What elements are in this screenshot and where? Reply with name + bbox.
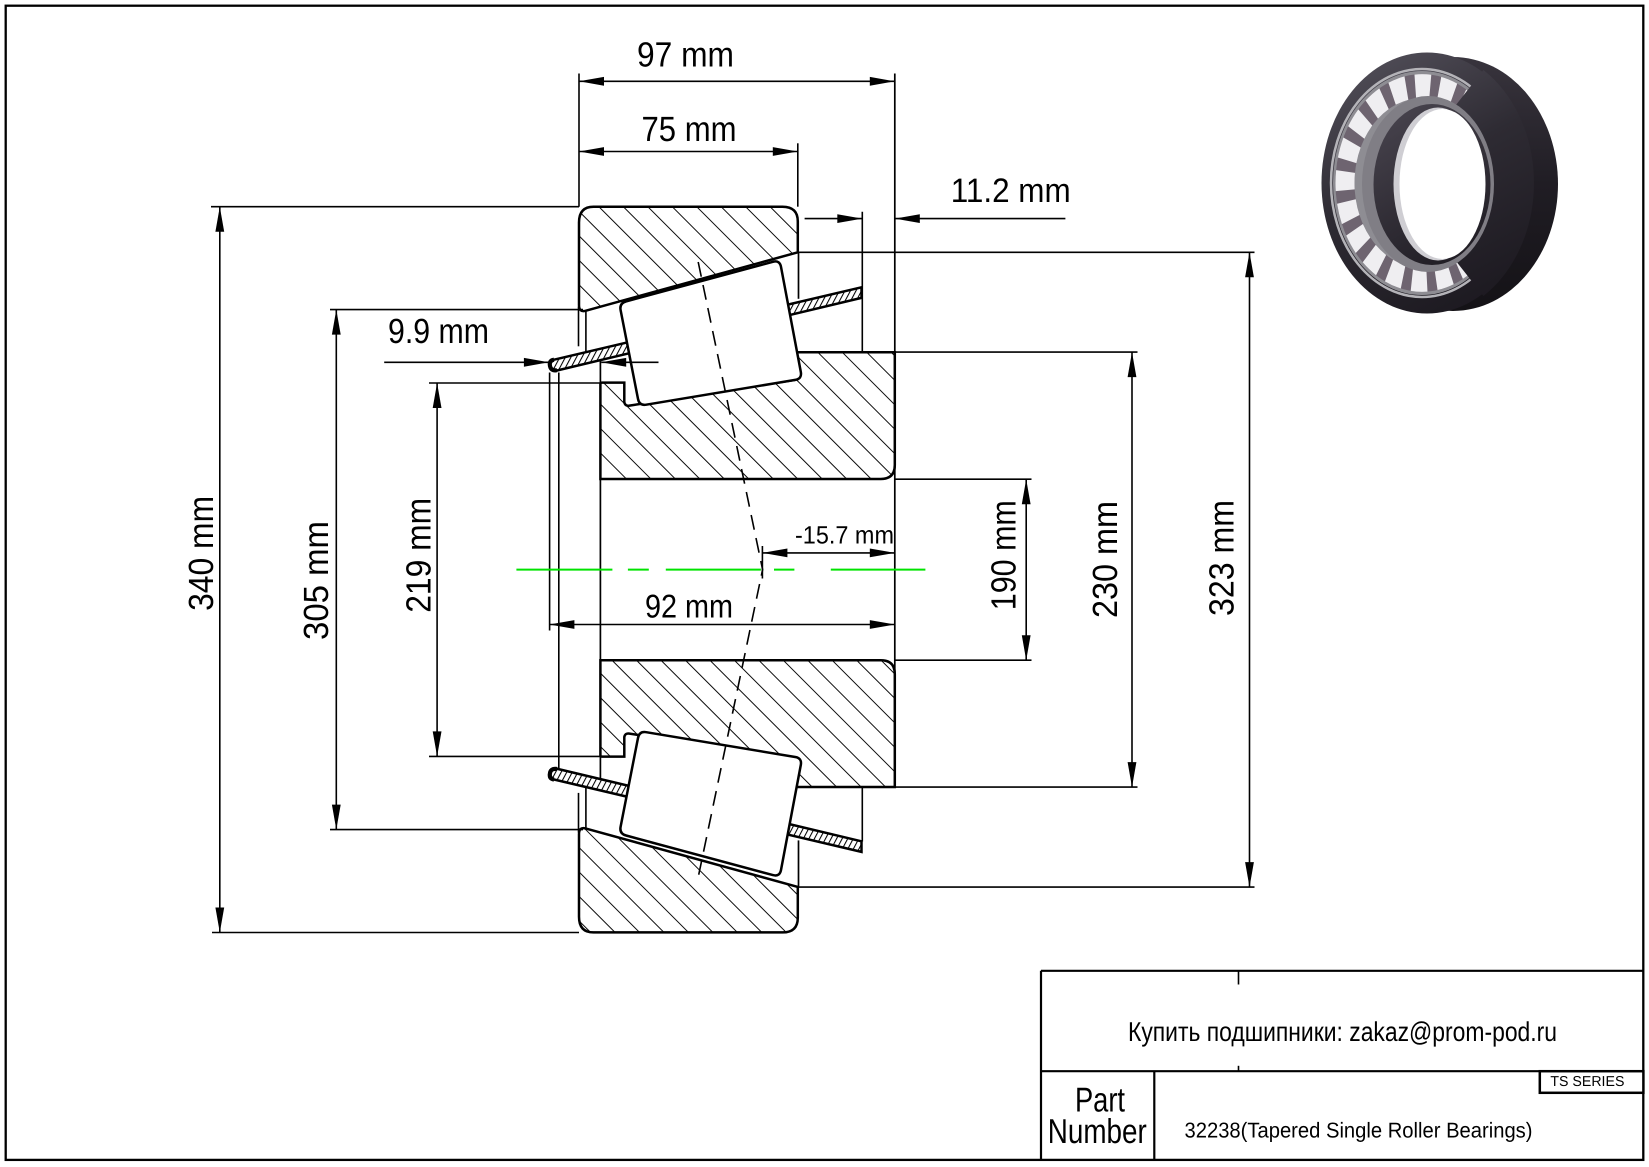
svg-text:230 mm: 230 mm bbox=[1086, 501, 1125, 618]
svg-text:97 mm: 97 mm bbox=[637, 35, 734, 74]
svg-text:92 mm: 92 mm bbox=[645, 587, 733, 624]
svg-text:190 mm: 190 mm bbox=[985, 500, 1024, 610]
svg-text:219 mm: 219 mm bbox=[400, 498, 439, 613]
svg-text:TS SERIES: TS SERIES bbox=[1550, 1074, 1624, 1090]
svg-text:75 mm: 75 mm bbox=[642, 110, 737, 149]
svg-text:Part: Part bbox=[1075, 1082, 1125, 1120]
svg-text:-15.7 mm: -15.7 mm bbox=[795, 521, 894, 549]
svg-text:9.9 mm: 9.9 mm bbox=[388, 312, 489, 351]
svg-text:Купить подшипники: zakaz@prom-: Купить подшипники: zakaz@prom-pod.ru bbox=[1128, 1016, 1557, 1047]
svg-text:323 mm: 323 mm bbox=[1203, 500, 1242, 616]
svg-text:340 mm: 340 mm bbox=[182, 496, 221, 611]
svg-text:305 mm: 305 mm bbox=[297, 521, 336, 640]
svg-text:Number: Number bbox=[1048, 1113, 1147, 1151]
svg-text:32238(Tapered Single Roller Be: 32238(Tapered Single Roller Bearings) bbox=[1185, 1119, 1533, 1143]
svg-text:11.2 mm: 11.2 mm bbox=[951, 172, 1071, 210]
